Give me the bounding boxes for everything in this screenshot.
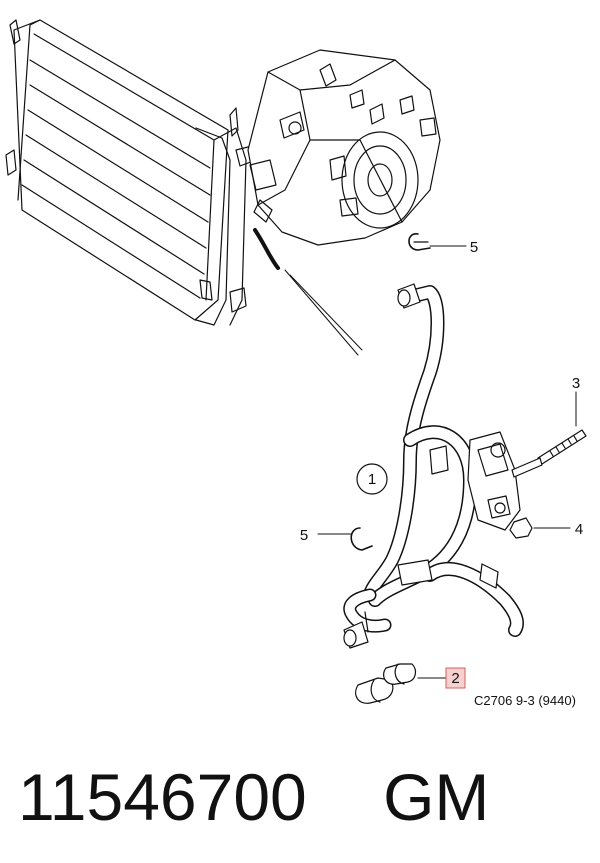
radiator: [5, 19, 257, 326]
bracket: [467, 431, 521, 531]
parts-diagram: 1 2 3 4 5 5 C2706 9-3 (9440): [5, 19, 587, 708]
nut: [509, 517, 533, 539]
stud-bolt: [511, 429, 587, 478]
callout-four: 4: [575, 521, 583, 538]
part-footer: 11546700 GM: [18, 752, 588, 842]
upper-clip: [408, 233, 431, 251]
callout-one: 1: [368, 471, 376, 488]
brand-name: GM: [383, 760, 490, 834]
cooler-pipes: [343, 285, 524, 637]
callout-one-circle: [356, 463, 388, 495]
pipe-fittings: [343, 283, 499, 649]
callout-two: 2: [451, 670, 459, 687]
transmission: [247, 49, 441, 270]
reference-code: C2706 9-3 (9440): [474, 693, 576, 708]
bushing: [355, 663, 417, 704]
callout-three: 3: [572, 375, 580, 392]
callout-five-top: 5: [470, 239, 478, 256]
part-number: 11546700: [18, 760, 307, 834]
callout-five-left: 5: [300, 527, 308, 544]
guide-line: [284, 269, 359, 356]
callout-two-box: [445, 667, 466, 689]
lower-clip: [350, 527, 373, 551]
